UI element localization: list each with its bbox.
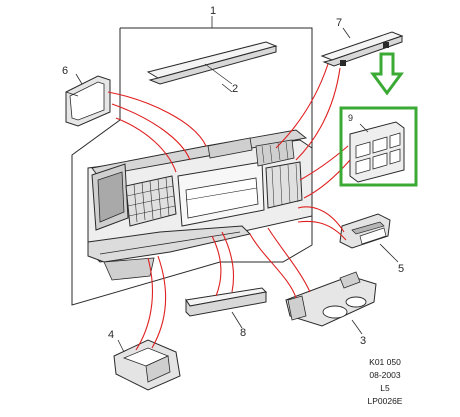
callout-leaders xyxy=(75,16,399,353)
reference-id: LP0026E xyxy=(367,396,403,406)
leader-lines xyxy=(107,63,351,351)
reference-block: K01 050 08-2003 L5 LP0026E xyxy=(355,356,415,408)
part-7-trim-strip xyxy=(320,31,404,67)
callout-8: 8 xyxy=(240,327,246,339)
reference-date: 08-2003 xyxy=(369,370,401,380)
part-5-bracket xyxy=(339,213,391,249)
part-8-bar xyxy=(185,287,268,317)
callout-6: 6 xyxy=(62,65,68,77)
highlight-arrow xyxy=(370,52,404,96)
callout-9: 9 xyxy=(348,113,353,123)
callout-7: 7 xyxy=(336,17,342,29)
callout-1: 1 xyxy=(210,5,216,17)
main-fascia-panel xyxy=(87,129,313,281)
callout-5: 5 xyxy=(398,263,404,275)
part-2-trim-strip xyxy=(146,41,278,85)
reference-code: K01 050 xyxy=(369,357,401,367)
part-4-bracket xyxy=(113,339,181,391)
part-3-cupholder-bracket xyxy=(285,271,377,327)
callout-2: 2 xyxy=(232,83,238,95)
part-6-bezel xyxy=(65,75,111,127)
highlight-box xyxy=(339,106,418,187)
callout-3: 3 xyxy=(360,335,366,347)
reference-model: L5 xyxy=(380,383,390,393)
callout-4: 4 xyxy=(108,329,114,341)
part-9-switch-panel xyxy=(349,121,405,183)
